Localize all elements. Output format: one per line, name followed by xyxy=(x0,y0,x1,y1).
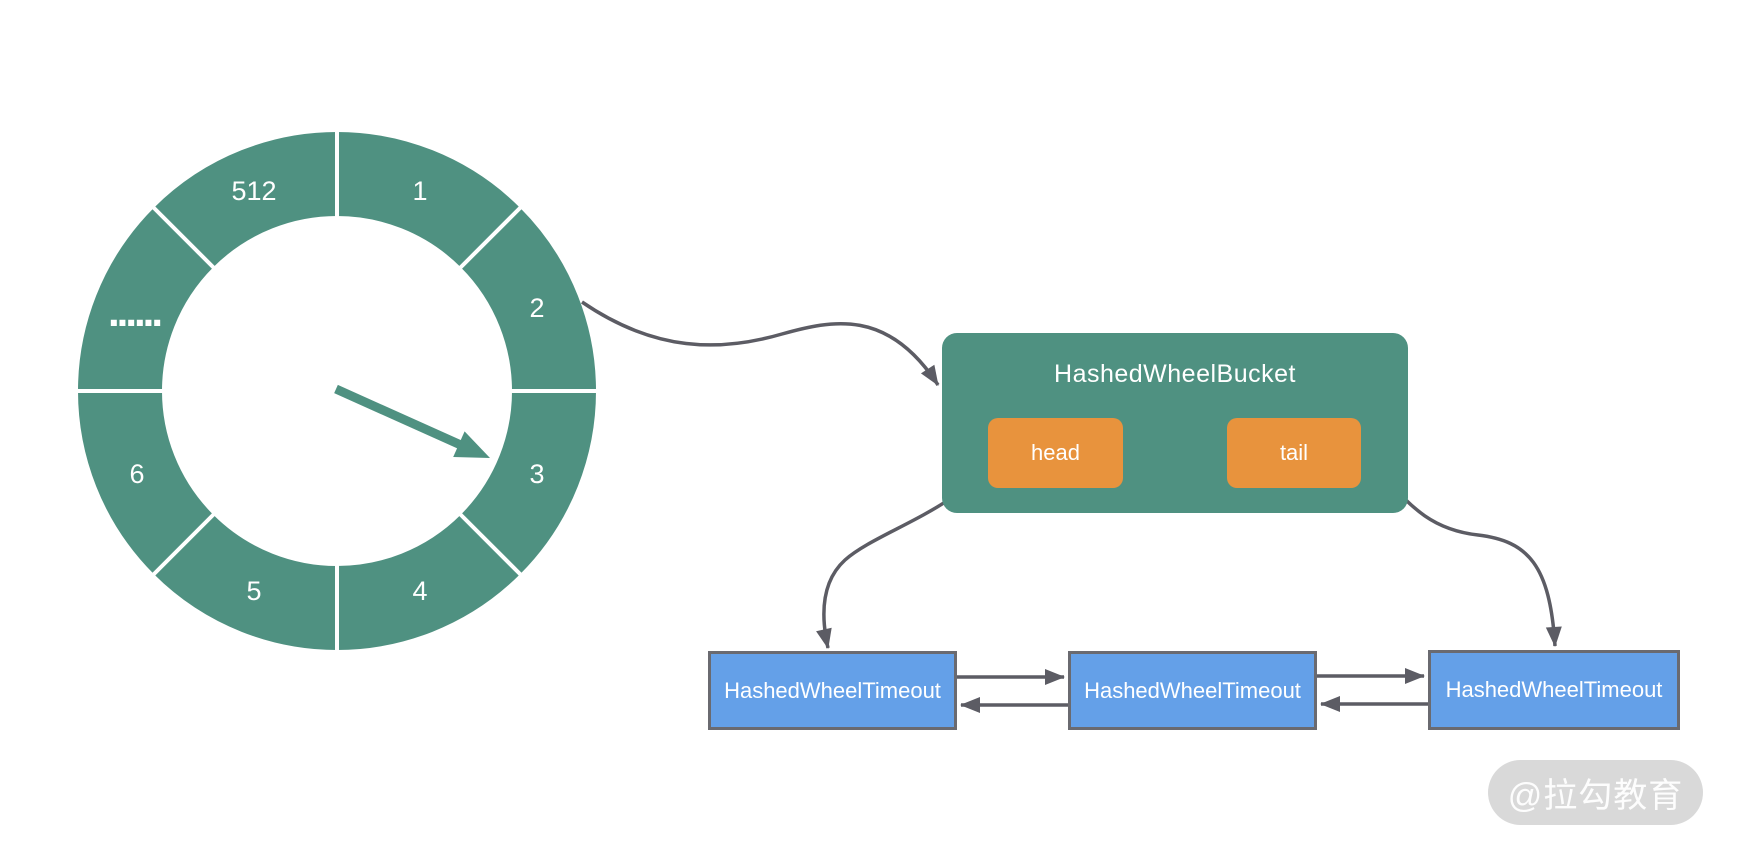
watermark-text: @拉勾教育 xyxy=(1507,777,1684,815)
bucket-head-label: head xyxy=(1031,440,1080,465)
wheel-segment-dividers xyxy=(76,130,598,652)
wheel-slot-label-2: 2 xyxy=(529,293,544,323)
arrow-slot2-to-bucket xyxy=(581,300,940,386)
watermark-badge: @拉勾教育 xyxy=(1488,760,1703,825)
hashed-wheel-timeout-1: HashedWheelTimeout xyxy=(708,651,957,730)
timeout-3-label: HashedWheelTimeout xyxy=(1445,677,1663,702)
timeout-1-label: HashedWheelTimeout xyxy=(724,677,941,703)
bucket-tail-label: tail xyxy=(1279,440,1309,465)
hashed-wheel-timeout-3: HashedWheelTimeout xyxy=(1428,650,1680,730)
timeout-2-label: HashedWheelTimeout xyxy=(1084,677,1301,703)
wheel-slot-label-6: 6 xyxy=(129,459,144,489)
wheel-slot-label-5: 5 xyxy=(246,576,261,606)
bucket-tail-node: tail xyxy=(1227,418,1361,488)
hashed-wheel-timeout-2: HashedWheelTimeout xyxy=(1068,651,1317,730)
wheel-slot-label-3: 3 xyxy=(529,459,544,489)
wheel-slot-label-1: 1 xyxy=(412,176,427,206)
wheel-pointer-arrow-icon xyxy=(334,384,490,458)
wheel-slot-label-4: 4 xyxy=(412,576,427,606)
timing-wheel: 1 2 3 4 5 6 ...... 512 xyxy=(76,130,598,652)
wheel-slot-label-ellipsis: ...... xyxy=(108,288,160,335)
bucket-head-node: head xyxy=(988,418,1123,488)
bucket-title: HashedWheelBucket xyxy=(1054,360,1296,388)
wheel-slot-label-512: 512 xyxy=(231,176,276,206)
